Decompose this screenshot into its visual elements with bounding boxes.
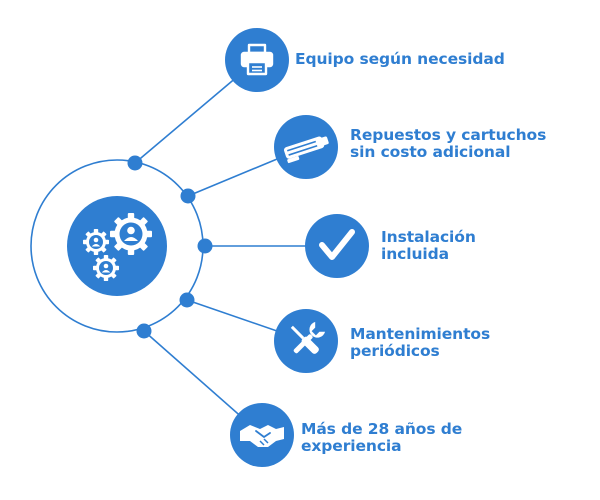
connection-dot-4 bbox=[179, 292, 195, 308]
connection-dot-5 bbox=[136, 323, 152, 339]
item-label-1: Equipo según necesidad bbox=[295, 50, 505, 68]
item-badge-4 bbox=[274, 309, 338, 373]
center-hub bbox=[67, 196, 167, 296]
connection-dot-2 bbox=[180, 188, 196, 204]
item-label-3: Instalación incluida bbox=[381, 228, 476, 263]
item-badge-3 bbox=[305, 214, 369, 278]
item-badge-5 bbox=[230, 403, 294, 467]
handshake-icon bbox=[240, 425, 284, 447]
item-badge-2 bbox=[274, 115, 338, 179]
item-label-4: Mantenimientos periódicos bbox=[350, 325, 491, 360]
item-label-5: Más de 28 años de experiencia bbox=[301, 420, 463, 455]
item-badge-1 bbox=[225, 28, 289, 92]
checkmark-icon bbox=[319, 229, 355, 260]
item-label-2: Repuestos y cartuchos sin costo adiciona… bbox=[350, 126, 547, 161]
connection-dot-1 bbox=[127, 155, 143, 171]
gears-with-people-icon bbox=[83, 213, 152, 281]
connection-dot-3 bbox=[197, 238, 213, 254]
printer-icon bbox=[240, 43, 274, 76]
connection-dots bbox=[127, 155, 213, 339]
toner-cartridge-icon bbox=[284, 136, 329, 164]
wrench-screwdriver-icon bbox=[290, 321, 326, 354]
